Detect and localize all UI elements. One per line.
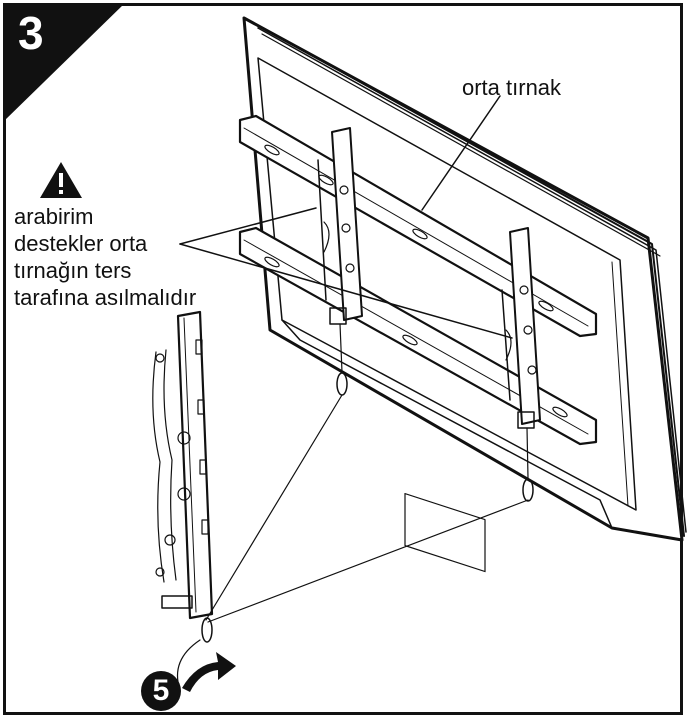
curved-arrow-icon [182, 652, 236, 692]
loose-bracket [176, 310, 214, 620]
leader-left [179, 207, 317, 245]
leader-right [179, 243, 513, 339]
center-tab-label: orta tırnak [462, 75, 562, 100]
instruction-line: destekler orta [14, 231, 148, 256]
instruction-label: arabirim destekler orta tırnağın ters ta… [14, 203, 254, 311]
callout-badge: 5 [141, 671, 181, 711]
lower-rail [238, 226, 598, 446]
step-corner-badge [3, 3, 125, 120]
tv-connector-block [404, 492, 486, 573]
instruction-line: arabirim [14, 204, 94, 229]
instruction-line: tarafına asılmalıdır [14, 285, 197, 310]
tv-inner-panel [257, 57, 637, 511]
instruction-line: tırnağın ters [14, 258, 132, 283]
right-vertical-bracket [509, 227, 541, 425]
leader-center-tab [421, 95, 501, 211]
diagram-frame [3, 3, 683, 715]
upper-rail [238, 114, 598, 338]
step-number: 3 [18, 7, 44, 59]
warning-triangle-icon [40, 162, 82, 198]
